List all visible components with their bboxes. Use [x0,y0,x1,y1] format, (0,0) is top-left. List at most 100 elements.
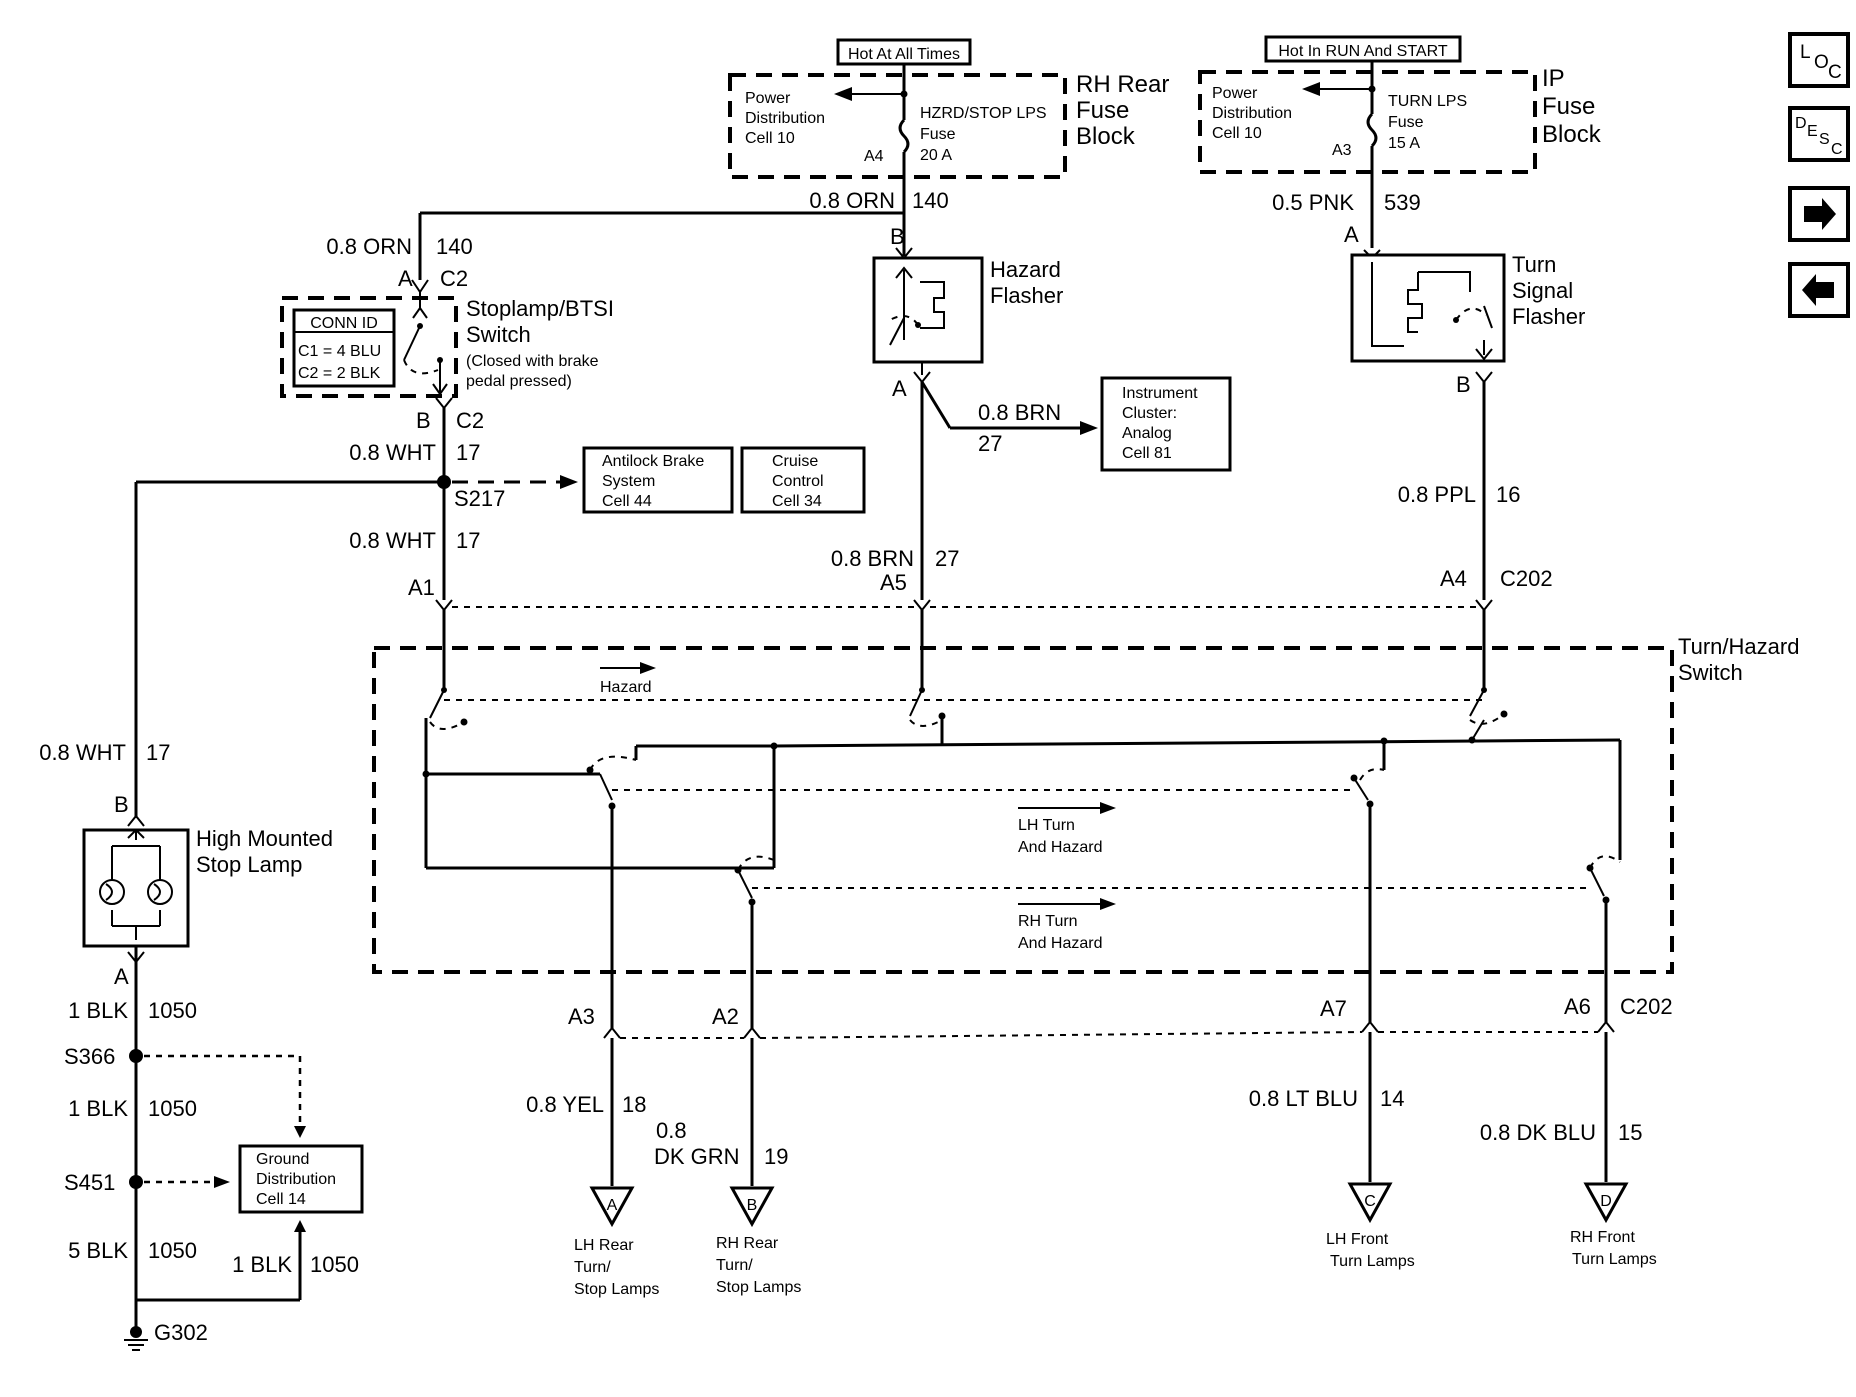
output-label: LH Rear [574,1237,634,1254]
component-label: Cruise [772,453,818,470]
turn-hazard-switch-outline [372,646,1674,974]
component-label: High Mounted [196,826,333,851]
output-letter: A [607,1197,618,1214]
loc-button[interactable]: L O C [1788,32,1850,88]
conn-id-row: C2 = 2 BLK [298,365,381,382]
pin-label: A2 [712,1004,739,1029]
component-label: Hazard [990,257,1061,282]
next-page-button[interactable] [1788,186,1850,242]
fuse-label: HZRD/STOP LPS [920,105,1047,122]
splice-s366 [129,1049,143,1063]
pin-label: B [114,792,129,817]
component-label: Analog [1122,425,1172,442]
component-label: System [602,473,655,490]
wire-gauge-label: 0.5 PNK [1272,190,1354,215]
rh-fuse-block-outline [728,73,1067,179]
power-dist-text: Power [1212,85,1258,102]
fuse-label: TURN LPS [1388,93,1467,110]
pin-label: A3 [568,1004,595,1029]
lamp-bulb-icon [99,879,125,905]
wire-gauge-label: 0.8 WHT [349,440,436,465]
power-dist-text: Distribution [745,110,825,127]
component-label: Stoplamp/BTSI [466,296,614,321]
splice-s451 [129,1175,143,1189]
wire-gauge-label: 0.8 [656,1118,687,1143]
arrow-right-icon [1804,198,1836,230]
arrow-left-icon [1802,274,1834,306]
conn-id-title: CONN ID [310,315,378,332]
high-mounted-stop-lamp: B High Mounted Stop Lamp A [82,792,333,989]
conn-id-table [292,308,396,388]
component-label: Distribution [256,1171,336,1188]
wire-gauge-label: 0.8 ORN [326,234,412,259]
pin-label: A4 [1440,566,1467,591]
prev-page-button[interactable] [1788,262,1850,318]
rh-fuse-block: Hot At All Times RH Rear Fuse Block Powe… [728,38,1169,256]
fuse-label: 20 A [920,147,952,164]
wire-circuit-label: 17 [146,740,170,765]
hot-at-all-times-label: Hot At All Times [848,46,960,63]
fuse-label: Fuse [1388,114,1424,131]
fuse-icon [898,118,910,154]
pin-label: A6 [1564,994,1591,1019]
output-label: RH Rear [716,1235,779,1252]
wire-gauge-label: 1 BLK [68,998,128,1023]
switch-label: And Hazard [1018,839,1103,856]
ip-fuse-block-title-1: IP [1542,65,1565,92]
wire-gauge-label: 1 BLK [68,1096,128,1121]
output-label: Turn Lamps [1330,1253,1415,1270]
output-label: Turn/ [716,1257,753,1274]
fuse-icon [1366,112,1378,148]
output-letter: B [747,1197,758,1214]
lamp-bulb-icon [147,879,173,905]
wire-gauge-label: 0.8 YEL [526,1092,604,1117]
output-label: Turn/ [574,1259,611,1276]
component-label: Flasher [990,283,1063,308]
pin-label: B [890,224,905,249]
component-label: Stop Lamp [196,852,302,877]
desc-button[interactable]: D E S C [1788,106,1850,162]
stoplamp-btsi-switch: A C2 CONN ID C1 = 4 BLU C2 = 2 BLK Stopl… [280,266,614,433]
wire-gauge-label: DK GRN [654,1144,740,1169]
component-label: Instrument [1122,385,1198,402]
connector-label: C202 [1620,994,1673,1019]
component-label: Flasher [1512,304,1585,329]
wire-circuit-label: 16 [1496,482,1520,507]
power-dist-text: Cell 10 [745,130,795,147]
output-d: D RH Front Turn Lamps [1570,1182,1657,1268]
wire-circuit-label: 17 [456,440,480,465]
conn-id-row: C1 = 4 BLU [298,343,381,360]
output-label: Turn Lamps [1572,1251,1657,1268]
pin-label: A [114,964,129,989]
component-label: Ground [256,1151,309,1168]
component-label: Antilock Brake [602,453,704,470]
wire-gauge-label: 1 BLK [232,1252,292,1277]
ip-fuse-block-outline [1198,70,1537,174]
wire-gauge-label: 0.8 LT BLU [1249,1086,1358,1111]
pin-label: B [416,408,431,433]
output-letter: D [1600,1193,1612,1210]
wire-circuit-label: 1050 [148,1238,197,1263]
output-letter: C [1364,1193,1376,1210]
pin-label: A7 [1320,996,1347,1021]
fuse-label: 15 A [1388,135,1420,152]
ip-fuse-block-title-3: Block [1542,121,1602,148]
nav-letter: C [1831,141,1843,158]
nav-letter: E [1807,123,1818,140]
ip-fuse-block: Hot In RUN And START IP Fuse Block Power… [1198,35,1602,248]
wire-circuit-label: 140 [912,188,949,213]
component-label: Cell 81 [1122,445,1172,462]
switch-label: And Hazard [1018,935,1103,952]
wire-circuit-label: 14 [1380,1086,1404,1111]
arrow-right-icon [560,475,578,489]
wire-circuit-label: 18 [622,1092,646,1117]
component-note: pedal pressed) [466,373,572,390]
connector-label: C202 [1500,566,1553,591]
output-label: Stop Lamps [716,1279,801,1296]
ip-fuse-block-title-2: Fuse [1542,93,1595,120]
component-label: Cell 44 [602,493,652,510]
wire-gauge-label: 0.8 WHT [39,740,126,765]
rh-fuse-block-title-2: Fuse [1076,97,1129,124]
output-b: B RH Rear Turn/ Stop Lamps [716,1186,801,1296]
